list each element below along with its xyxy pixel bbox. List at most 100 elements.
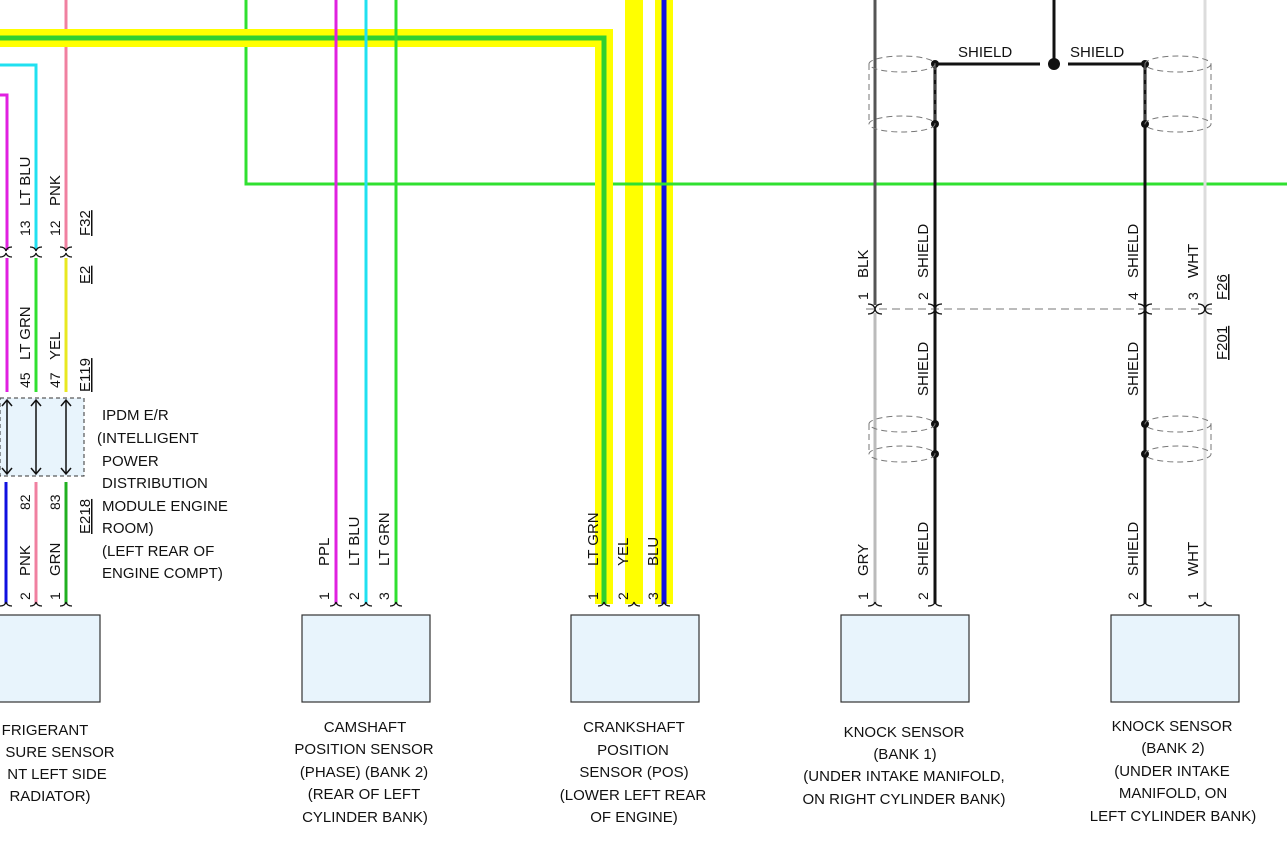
- svg-text:LEFT CYLINDER BANK): LEFT CYLINDER BANK): [1090, 808, 1256, 825]
- svg-text:(LEFT REAR OF: (LEFT REAR OF: [102, 543, 214, 560]
- pin-cam-2: 2: [346, 592, 362, 600]
- pin-crank-2: 2: [615, 592, 631, 600]
- connector-symbols-sensors: [0, 601, 1213, 607]
- wire-label-crank-yel: YEL: [615, 538, 632, 566]
- pin-knock2-1: 1: [1185, 592, 1201, 600]
- pin-1: 1: [47, 592, 63, 600]
- pin-2: 2: [17, 592, 33, 600]
- shield-junction-dot: [1048, 58, 1060, 70]
- svg-text:ENGINE COMPT): ENGINE COMPT): [102, 565, 223, 582]
- svg-text:KNOCK SENSOR: KNOCK SENSOR: [844, 724, 965, 741]
- svg-text:SENSOR (POS): SENSOR (POS): [579, 764, 688, 781]
- pin-47: 47: [47, 372, 63, 388]
- pin-cam-3: 3: [376, 592, 392, 600]
- wire-label-crank-lt-grn: LT GRN: [585, 512, 602, 566]
- svg-text:IPDM E/R: IPDM E/R: [102, 407, 169, 424]
- connector-f201: F201: [1214, 326, 1231, 360]
- svg-text:(PHASE) (BANK 2): (PHASE) (BANK 2): [300, 764, 428, 781]
- svg-text:(LOWER LEFT REAR: (LOWER LEFT REAR: [560, 787, 707, 804]
- wire-label-cam-lt-grn: LT GRN: [376, 512, 393, 566]
- connector-symbols-left-upper: [0, 246, 73, 258]
- ipdm-box: [0, 397, 85, 477]
- pin-crank-3: 3: [645, 592, 661, 600]
- ipdm-pass-through-arrows: [1, 398, 72, 476]
- svg-text:FRIGERANT: FRIGERANT: [2, 722, 89, 739]
- svg-text:ON RIGHT CYLINDER BANK): ON RIGHT CYLINDER BANK): [802, 791, 1005, 808]
- svg-text:POWER: POWER: [102, 453, 159, 470]
- wire-label-knock1-shield-upper: SHIELD: [915, 224, 932, 278]
- camshaft-sensor-box: [301, 614, 431, 703]
- shield-cylinder-knock1-lower: [868, 415, 936, 463]
- wire-green-bus: [244, 0, 1287, 186]
- pin-knock1-1-upper: 1: [855, 292, 871, 300]
- pin-cam-1: 1: [316, 592, 332, 600]
- pin-knock2-3: 3: [1185, 292, 1201, 300]
- pin-45: 45: [17, 372, 33, 388]
- connector-e119: E119: [77, 358, 94, 392]
- pin-crank-1: 1: [585, 592, 601, 600]
- pin-knock2-2: 2: [1125, 592, 1141, 600]
- knock-sensor-bank2-label: KNOCK SENSOR (BANK 2) (UNDER INTAKE MANI…: [1090, 718, 1256, 825]
- wire-label-knock2-shield-upper: SHIELD: [1125, 224, 1142, 278]
- wire-label-yel: YEL: [47, 332, 64, 360]
- pin-83: 83: [47, 494, 63, 510]
- knock-sensor-bank1-box: [840, 614, 970, 703]
- knock-sensor-bank1-label: KNOCK SENSOR (BANK 1) (UNDER INTAKE MANI…: [802, 724, 1005, 808]
- pin-13: 13: [17, 220, 33, 236]
- svg-text:POSITION SENSOR: POSITION SENSOR: [294, 741, 433, 758]
- shield-cylinder-knock2-upper: [1144, 55, 1212, 133]
- svg-text:CYLINDER BANK): CYLINDER BANK): [302, 809, 428, 826]
- svg-text:(UNDER INTAKE MANIFOLD,: (UNDER INTAKE MANIFOLD,: [803, 768, 1004, 785]
- wire-crank-lt-grn: [0, 35, 607, 604]
- svg-text:ROOM): ROOM): [102, 520, 154, 537]
- svg-text:MANIFOLD, ON: MANIFOLD, ON: [1119, 785, 1227, 802]
- connector-symbols-knock: [867, 303, 1213, 315]
- refrigerant-pressure-sensor-box: [0, 614, 101, 703]
- wire-label-cam-lt-blu: LT BLU: [346, 517, 363, 566]
- shield-cylinder-knock2-lower: [1144, 415, 1212, 463]
- wire-label-knock2-wht-lower: WHT: [1185, 542, 1202, 576]
- wire-label-pnk: PNK: [47, 175, 64, 206]
- wire-label-lt-blu: LT BLU: [17, 157, 34, 206]
- knock-sensor-bank2-box: [1110, 614, 1240, 703]
- wire-label-grn-lower: GRN: [47, 543, 64, 576]
- wire-label-crank-blu: BLU: [645, 537, 662, 566]
- crankshaft-sensor-label: CRANKSHAFT POSITION SENSOR (POS) (LOWER …: [560, 719, 707, 826]
- wire-label-knock2-shield-mid: SHIELD: [1125, 342, 1142, 396]
- wire-ppl-upper-left: [0, 93, 9, 250]
- pin-12: 12: [47, 220, 63, 236]
- svg-text:OF ENGINE): OF ENGINE): [590, 809, 678, 826]
- pin-knock1-1-lower: 1: [855, 592, 871, 600]
- svg-text:MODULE ENGINE: MODULE ENGINE: [102, 498, 228, 515]
- svg-text:(BANK 1): (BANK 1): [873, 746, 936, 763]
- svg-text:(UNDER INTAKE: (UNDER INTAKE: [1114, 763, 1230, 780]
- pin-knock1-2-lower: 2: [915, 592, 931, 600]
- camshaft-sensor-label: CAMSHAFT POSITION SENSOR (PHASE) (BANK 2…: [294, 719, 433, 826]
- wire-label-pnk-lower: PNK: [17, 545, 34, 576]
- svg-text:DISTRIBUTION: DISTRIBUTION: [102, 475, 208, 492]
- connector-f32: F32: [77, 210, 94, 236]
- crankshaft-sensor-box: [570, 614, 700, 703]
- wire-label-knock1-blk: BLK: [855, 250, 872, 278]
- wire-lt-blu-upper-left: [0, 63, 38, 250]
- svg-text:KNOCK SENSOR: KNOCK SENSOR: [1112, 718, 1233, 735]
- pin-knock1-2-upper: 2: [915, 292, 931, 300]
- pin-82: 82: [17, 494, 33, 510]
- shield-cylinder-knock1-upper: [868, 55, 936, 133]
- shield-label-top-right: SHIELD: [1070, 44, 1124, 61]
- shield-label-top-left: SHIELD: [958, 44, 1012, 61]
- svg-text:NT LEFT SIDE: NT LEFT SIDE: [7, 766, 106, 783]
- svg-text:(INTELLIGENT: (INTELLIGENT: [97, 430, 199, 447]
- svg-text:CAMSHAFT: CAMSHAFT: [324, 719, 407, 736]
- refrigerant-sensor-label: FRIGERANT SURE SENSOR NT LEFT SIDE RADIA…: [2, 722, 115, 805]
- connector-f26: F26: [1214, 274, 1231, 300]
- svg-text:SURE SENSOR: SURE SENSOR: [5, 744, 114, 761]
- wire-label-knock1-shield-lower: SHIELD: [915, 522, 932, 576]
- wire-label-knock2-shield-lower: SHIELD: [1125, 522, 1142, 576]
- wire-label-knock1-shield-mid: SHIELD: [915, 342, 932, 396]
- wire-label-lt-grn: LT GRN: [17, 306, 34, 360]
- svg-text:CRANKSHAFT: CRANKSHAFT: [583, 719, 685, 736]
- wire-label-knock2-wht-upper: WHT: [1185, 244, 1202, 278]
- wire-label-knock1-gry: GRY: [855, 544, 872, 576]
